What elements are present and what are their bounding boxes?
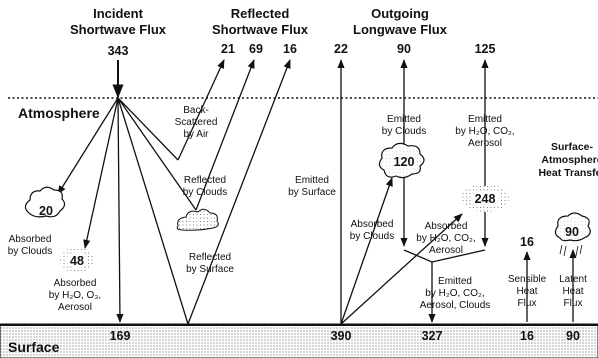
reflect-cloud-shape <box>177 209 218 230</box>
absorbed-gases-sw-label: Absorbed by H₂O, O₃, Aerosol <box>49 278 101 313</box>
latent-label: Latent Heat Flux <box>559 274 587 309</box>
reflected-clouds-label: Reflected by Clouds <box>183 175 227 198</box>
outgoing-header-line2: Longwave Flux <box>353 22 448 37</box>
sensible-label: Sensible Heat Flux <box>508 274 547 309</box>
reflected-surface-label: Reflected by Surface <box>186 252 234 275</box>
outgoing-header-line1: Outgoing <box>371 6 429 21</box>
svg-text:by H₂O, CO₂,: by H₂O, CO₂, <box>455 126 514 137</box>
emitted-gases-label: Emitted by H₂O, CO₂, Aerosol <box>455 114 514 149</box>
clouds-reflect-value: 69 <box>249 42 263 56</box>
svg-text:Aerosol: Aerosol <box>58 302 92 313</box>
svg-text:Aerosol, Clouds: Aerosol, Clouds <box>420 300 491 311</box>
absorbed-clouds-lw-label: Absorbed by Clouds <box>350 219 394 242</box>
abs-gases-value: 48 <box>70 254 84 268</box>
svg-text:Emitted: Emitted <box>387 114 421 125</box>
svg-text:by Surface: by Surface <box>288 187 336 198</box>
svg-text:Scattered: Scattered <box>175 117 218 128</box>
svg-text:by Air: by Air <box>183 129 209 140</box>
svg-text:Flux: Flux <box>518 298 537 309</box>
emit-gases-value: 125 <box>475 42 496 56</box>
backscattered-label: Back- Scattered by Air <box>175 105 218 140</box>
surface-sensible-value: 16 <box>520 329 534 343</box>
svg-text:Reflected: Reflected <box>189 252 231 263</box>
emitted-to-surface-label: Emitted by H₂O, CO₂, Aerosol, Clouds <box>420 276 491 311</box>
svg-text:by Clouds: by Clouds <box>382 126 426 137</box>
svg-text:by H₂O, CO₂,: by H₂O, CO₂, <box>416 233 475 244</box>
surface-reflect-value: 16 <box>283 42 297 56</box>
surface-line <box>0 324 598 326</box>
svg-text:Emitted: Emitted <box>295 175 329 186</box>
emit-clouds-value: 90 <box>397 42 411 56</box>
svg-text:by Clouds: by Clouds <box>8 246 52 257</box>
surface-to-clouds-arrow <box>341 178 392 324</box>
svg-text:Latent: Latent <box>559 274 587 285</box>
svg-text:by Clouds: by Clouds <box>183 187 227 198</box>
surface-label: Surface <box>8 339 60 355</box>
svg-text:Reflected: Reflected <box>184 175 226 186</box>
sw-to-surface-arrow <box>118 98 120 322</box>
svg-text:Emitted: Emitted <box>468 114 502 125</box>
svg-text:by Clouds: by Clouds <box>350 231 394 242</box>
transfer-header-line1: Surface- <box>551 141 594 153</box>
reflect-surface-path <box>118 98 188 324</box>
svg-text:Sensible: Sensible <box>508 274 547 285</box>
reflected-header-line1: Reflected <box>231 6 290 21</box>
svg-text:Absorbed: Absorbed <box>425 221 468 232</box>
svg-text:by H₂O, CO₂,: by H₂O, CO₂, <box>425 288 484 299</box>
transfer-header-line3: Heat Transfer <box>538 167 598 179</box>
atmosphere-label: Atmosphere <box>18 105 100 121</box>
surface-absorbed-lw-value: 327 <box>422 329 443 343</box>
svg-text:by H₂O, O₃,: by H₂O, O₃, <box>49 290 101 301</box>
svg-text:Heat: Heat <box>516 286 537 297</box>
svg-text:Absorbed: Absorbed <box>9 234 52 245</box>
incident-value: 343 <box>108 44 129 58</box>
latent-cloud-value: 90 <box>565 225 579 239</box>
svg-text:Aerosol: Aerosol <box>468 138 502 149</box>
emitted-surface-label: Emitted by Surface <box>288 175 336 198</box>
surface-absorbed-value: 169 <box>110 329 131 343</box>
svg-text:Emitted: Emitted <box>438 276 472 287</box>
absorbed-clouds-sw-label: Absorbed by Clouds <box>8 234 52 257</box>
rain-lines <box>560 245 582 256</box>
surface-latent-value: 90 <box>566 329 580 343</box>
incident-header-line1: Incident <box>93 6 144 21</box>
svg-text:Absorbed: Absorbed <box>54 278 97 289</box>
abs-clouds-value: 20 <box>39 204 53 218</box>
svg-text:Back-: Back- <box>183 105 209 116</box>
absorbed-gases-lw-label: Absorbed by H₂O, CO₂, Aerosol <box>416 221 475 256</box>
svg-text:Aerosol: Aerosol <box>429 245 463 256</box>
sensible-top-value: 16 <box>520 235 534 249</box>
emitted-clouds-label: Emitted by Clouds <box>382 114 426 137</box>
svg-text:by Surface: by Surface <box>186 264 234 275</box>
svg-text:Heat: Heat <box>562 286 583 297</box>
surface-emitted-value: 390 <box>331 329 352 343</box>
lw-cloud-value: 120 <box>394 155 415 169</box>
svg-text:Absorbed: Absorbed <box>351 219 394 230</box>
reflected-header-line2: Shortwave Flux <box>212 22 309 37</box>
svg-text:Flux: Flux <box>564 298 583 309</box>
surface-strip <box>0 324 598 358</box>
backscatter-value: 21 <box>221 42 235 56</box>
incident-header-line2: Shortwave Flux <box>70 22 167 37</box>
emit-surface-value: 22 <box>334 42 348 56</box>
lw-gas-value: 248 <box>475 192 496 206</box>
transfer-header-line2: Atmosphere <box>541 154 598 166</box>
